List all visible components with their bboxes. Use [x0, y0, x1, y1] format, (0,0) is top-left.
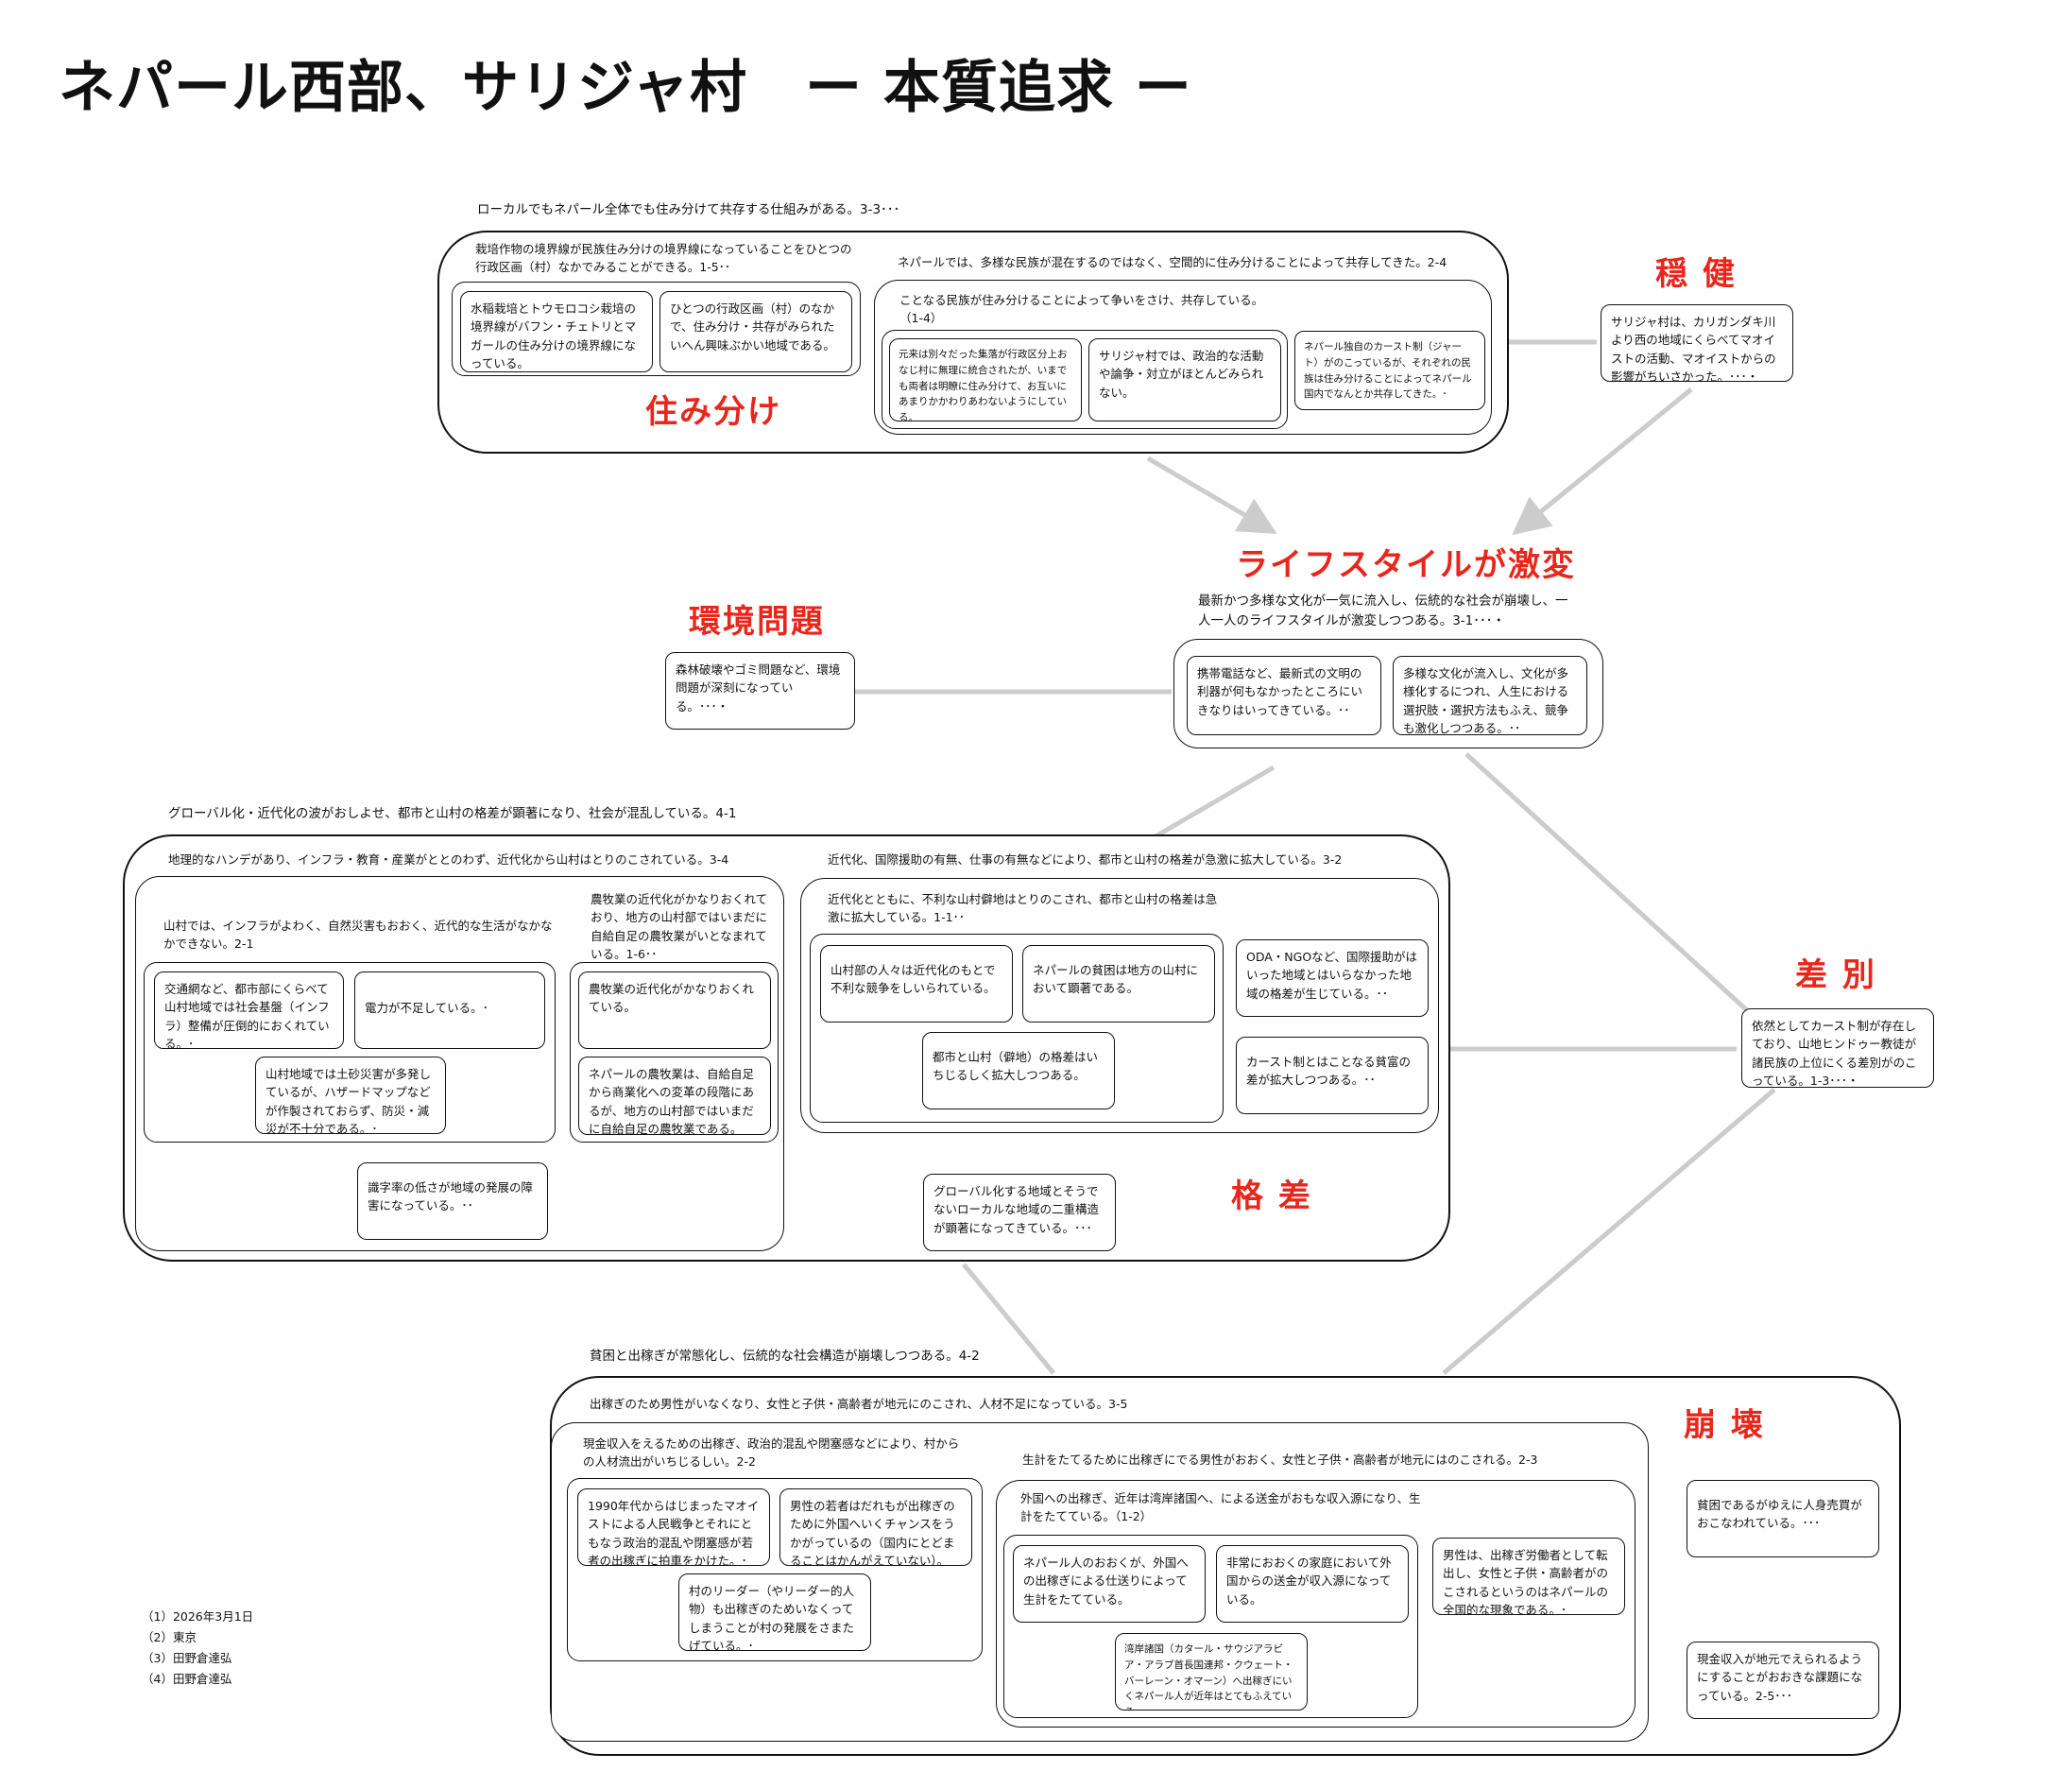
card-literacy: 識字率の低さが地域の発展の障害になっている。･･: [357, 1162, 548, 1240]
card-environment: 森林破壊やゴミ問題など、環境問題が深刻になっている。･･･・: [665, 652, 855, 730]
card-foreign-income: 非常におおくの家庭において外国からの送金が収入源になっている。: [1216, 1545, 1409, 1623]
line-sabetsu-to-bottom: [1442, 1088, 1776, 1375]
label-kakusa: 格 差: [1231, 1178, 1312, 1215]
card-unfair-competition: 山村部の人々は近代化のもとで不利な競争をしいられている。: [820, 945, 1013, 1023]
card-dual-structure: グローバル化する地域とそうでないローカルな地域の二重構造が顕著になってきている。…: [923, 1174, 1116, 1251]
lifestyle-caption: 最新かつ多様な文化が一気に流入し、伝統的な社会が崩壊し、一人一人のライフスタイル…: [1198, 593, 1568, 628]
card-national-phenomenon: 男性は、出稼ぎ労働者として転出し、女性と子供・高齢者がのこされるというのはネパー…: [1432, 1538, 1625, 1615]
card-gulf-states: 湾岸諸国（カタール・サウジアラビア・アラブ首長国連邦・クウェート・バーレーン・オ…: [1115, 1633, 1308, 1711]
line-lifestyle-to-middle: [1149, 765, 1276, 842]
line-top-to-lifestyle: [1146, 456, 1277, 535]
page-title: ネパール西部、サリジャ村 ー 本質追求 ー: [59, 55, 1192, 121]
card-mobile-phones: 携帯電話など、最新式の文明の利器が何もなかったところにいきなりはいってきている。…: [1187, 656, 1381, 735]
footnote-1: （1）2026年3月1日: [142, 1609, 254, 1624]
card-caste-discrimination: 依然としてカースト制が存在しており、山地ヒンドゥー教徒が諸民族の上位にくる差別が…: [1741, 1008, 1934, 1088]
label-sabetsu: 差 別: [1795, 956, 1876, 994]
label-lifestyle: ライフスタイルが激変: [1236, 546, 1576, 584]
card-village-coexistence: ひとつの行政区画（村）のなかで、住み分け・共存がみられたいへん興味ぶかい地域であ…: [659, 291, 852, 372]
bottom-caption: 貧困と出稼ぎが常態化し、伝統的な社会構造が崩壊しつつある。4-2: [590, 1349, 980, 1364]
card-diverse-culture: 多様な文化が流入し、文化が多様化するにつれ、人生における選択肢・選択方法もふえ、…: [1393, 656, 1587, 735]
card-oda-ngo: ODA・NGOなど、国際援助がはいった地域とはいらなかった地域の格差が生じている…: [1236, 939, 1429, 1017]
footnote-3: （3）田野倉達弘: [142, 1650, 232, 1665]
card-leaders-leaving: 村のリーダー（やリーダー的人物）も出稼ぎのためいなくってしまうことが村の発展をさ…: [678, 1573, 871, 1651]
remittance-caption: 外国への出稼ぎ、近年は湾岸諸国へ、による送金がおもな収入源になり、生計をたててい…: [1020, 1491, 1421, 1524]
card-maoist-influence: サリジャ村は、カリガンダキ川より西の地域にくらべてマオイストの活動、マオイストか…: [1601, 304, 1793, 382]
card-local-income: 現金収入が地元でえられるようにすることがおおきな課題になっている。2-5･･･: [1687, 1642, 1879, 1719]
middle-caption: グローバル化・近代化の波がおしよせ、都市と山村の格差が顕著になり、社会が混乱して…: [168, 806, 737, 821]
card-livestock-subsistence: ネパールの農牧業は、自給自足から商業化への変革の段階にあるが、地方の山村部ではい…: [578, 1057, 771, 1135]
footnote-4: （4）田野倉達弘: [142, 1671, 232, 1686]
card-livestock-delay: 農牧業の近代化がかなりおくれている。: [578, 971, 771, 1049]
card-rice-corn-boundary: 水稲栽培とトウモロコシ栽培の境界線がバフン・チェトリとマガールの住み分けの境界線…: [460, 291, 653, 372]
card-human-trafficking: 貧困であるがゆえに人身売買がおこなわれている。･･･: [1687, 1480, 1879, 1557]
livestock-caption: 農牧業の近代化がかなりおくれており、地方の山村部ではいまだに自給自足の農牧業がい…: [591, 892, 768, 962]
card-remittance-livelihood: ネパール人のおおくが、外国への出稼ぎによる仕送りによって生計をたてている。: [1013, 1545, 1206, 1623]
line-onken-to-lifestyle: [1512, 387, 1693, 536]
livelihood-caption: 生計をたてるために出稼ぎにでる男性がおおく、女性と子供・高齢者が地元にはのこされ…: [1022, 1453, 1538, 1467]
card-caste-jat: ネパール独自のカースト制（ジャート）がのこっているが、それぞれの民族は住み分ける…: [1294, 331, 1485, 410]
sumiwake-inner-caption: ことなる民族が住み分けることによって争いをさけ、共存している。（1-4）: [899, 293, 1264, 326]
gap-caption: 近代化とともに、不利な山村僻地はとりのこされ、都市と山村の格差は急激に拡大してい…: [828, 892, 1218, 925]
infra-caption: 山村では、インフラがよわく、自然災害もおおく、近代的な生活がなかなかできない。2…: [163, 919, 553, 952]
middle-right-caption: 近代化、国際援助の有無、仕事の有無などにより、都市と山村の格差が急激に拡大してい…: [828, 852, 1343, 867]
card-infrastructure: 交通網など、都市部にくらべて山村地域では社会基盤（インフラ）整備が圧倒的におくれ…: [154, 971, 344, 1049]
card-merged-villages: 元来は別々だった集落が行政区分上おなじ村に無理に統合されたが、いまでも両者は明瞭…: [889, 338, 1082, 421]
sumiwake-left-caption: 栽培作物の境界線が民族住み分けの境界線になっていることをひとつの行政区画（村）な…: [475, 242, 852, 275]
card-wealth-gap: カースト制とはことなる貧富の差が拡大しつつある。･･: [1236, 1037, 1429, 1114]
card-no-conflict: サリジャ村では、政治的な活動や論争・対立がほとんどみられない。: [1088, 338, 1281, 421]
footnotes: （1）2026年3月1日 （2）東京 （3）田野倉達弘 （4）田野倉達弘: [142, 1607, 253, 1690]
card-maoist-war: 1990年代からはじまったマオイストによる人民戦争とそれにともなう政治的混乱や閉…: [577, 1488, 770, 1566]
label-onken: 穏 健: [1655, 255, 1737, 293]
label-sumiwake: 住み分け: [645, 393, 781, 431]
top-caption: ローカルでもネパール全体でも住み分けて共存する仕組みがある。3-3･･･: [477, 202, 900, 217]
card-poverty-rural: ネパールの貧困は地方の山村において顕著である。: [1022, 945, 1215, 1023]
card-power-shortage: 電力が不足している。･: [354, 971, 545, 1049]
card-young-men-abroad: 男性の若者はだれもが出稼ぎのために外国へいくチャンスをうかがっているの（国内にと…: [779, 1488, 972, 1566]
card-urban-rural-gap: 都市と山村（僻地）の格差はいちじるしく拡大しつつある。: [922, 1032, 1115, 1109]
label-hokai: 崩 壊: [1684, 1406, 1765, 1444]
line-middle-to-bottom: [962, 1263, 1055, 1375]
sumiwake-right-caption: ネパールでは、多様な民族が混在するのではなく、空間的に住み分けることによって共存…: [898, 255, 1447, 269]
middle-left-caption: 地理的なハンデがあり、インフラ・教育・産業がととのわず、近代化から山村はとりのこ…: [168, 852, 729, 867]
bottom-inner-caption: 出稼ぎのため男性がいなくなり、女性と子供・高齢者が地元にのこされ、人材不足になっ…: [590, 1397, 1128, 1411]
outflow-caption: 現金収入をえるための出稼ぎ、政治的混乱や閉塞感などにより、村からの人材流出がいち…: [583, 1436, 960, 1470]
footnote-2: （2）東京: [142, 1629, 197, 1644]
card-landslide: 山村地域では土砂災害が多発しているが、ハザードマップなどが作製されておらず、防災…: [255, 1057, 446, 1134]
label-kankyo: 環境問題: [689, 603, 825, 641]
line-lifestyle-to-sabetsu: [1464, 752, 1750, 1013]
